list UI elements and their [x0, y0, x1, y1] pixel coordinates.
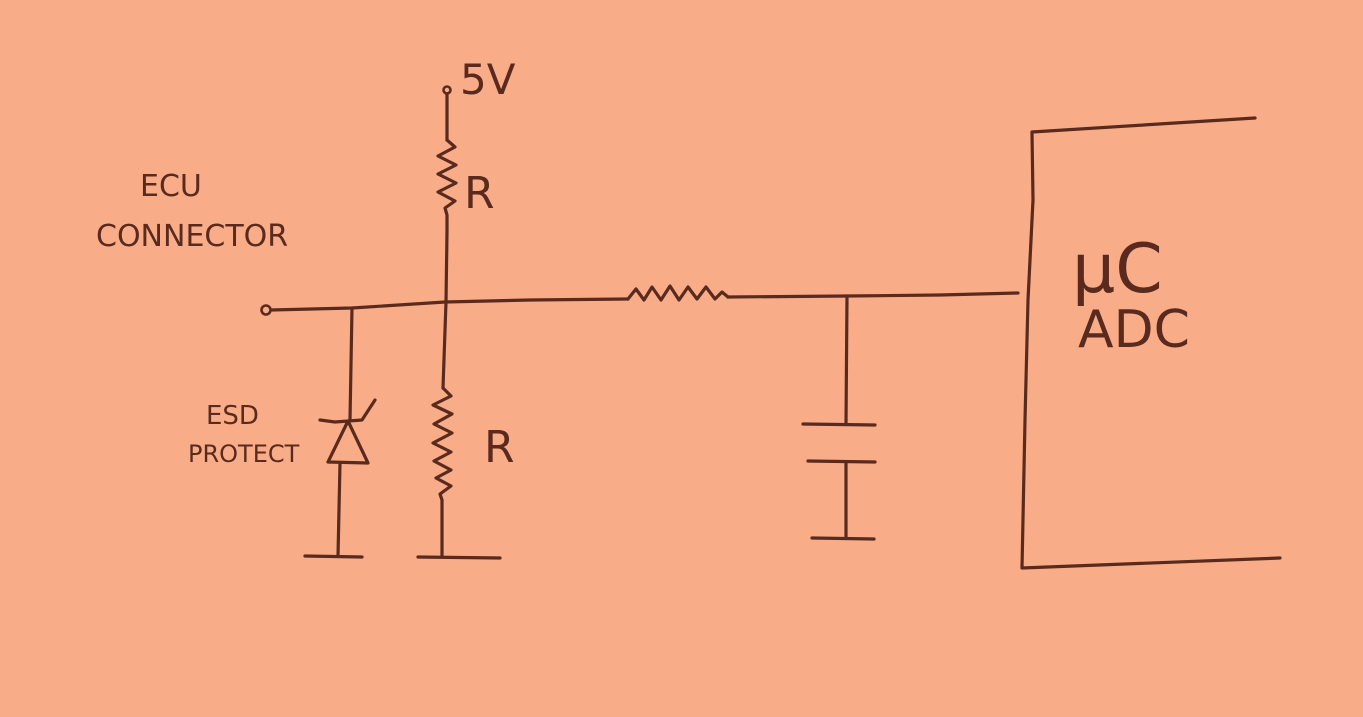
esd-wire-bottom: [336, 461, 342, 558]
protect-label: PROTECT: [188, 440, 300, 468]
esd-label: ESD: [206, 401, 259, 431]
pulldown-resistor: [431, 386, 454, 502]
capacitor-wire-top: [844, 294, 849, 426]
capacitor-top-plate: [801, 422, 877, 427]
esd-diode-bar: [318, 398, 377, 424]
adc-label: ADC: [1078, 300, 1190, 360]
pulldown-ground: [416, 555, 502, 560]
pullup-resistor: [436, 138, 458, 234]
series-filter-resistor: [626, 284, 730, 302]
mcu-box: [1020, 116, 1282, 570]
esd-diode-triangle: [326, 419, 370, 465]
ecu-label: ECU: [140, 169, 202, 204]
esd-ground: [303, 554, 364, 559]
connector-label: CONNECTOR: [96, 219, 288, 254]
supply-label: 5V: [460, 55, 516, 104]
capacitor-bottom-plate: [806, 459, 877, 464]
signal-wire-adc: [726, 291, 1020, 299]
pulldown-wire-top: [441, 300, 448, 390]
pulldown-resistor-label: R: [484, 422, 515, 473]
capacitor-ground: [810, 536, 876, 541]
mcu-label: μC: [1072, 230, 1163, 309]
pullup-resistor-label: R: [464, 168, 495, 219]
pullup-wire: [444, 230, 449, 304]
esd-wire-top: [348, 306, 354, 422]
